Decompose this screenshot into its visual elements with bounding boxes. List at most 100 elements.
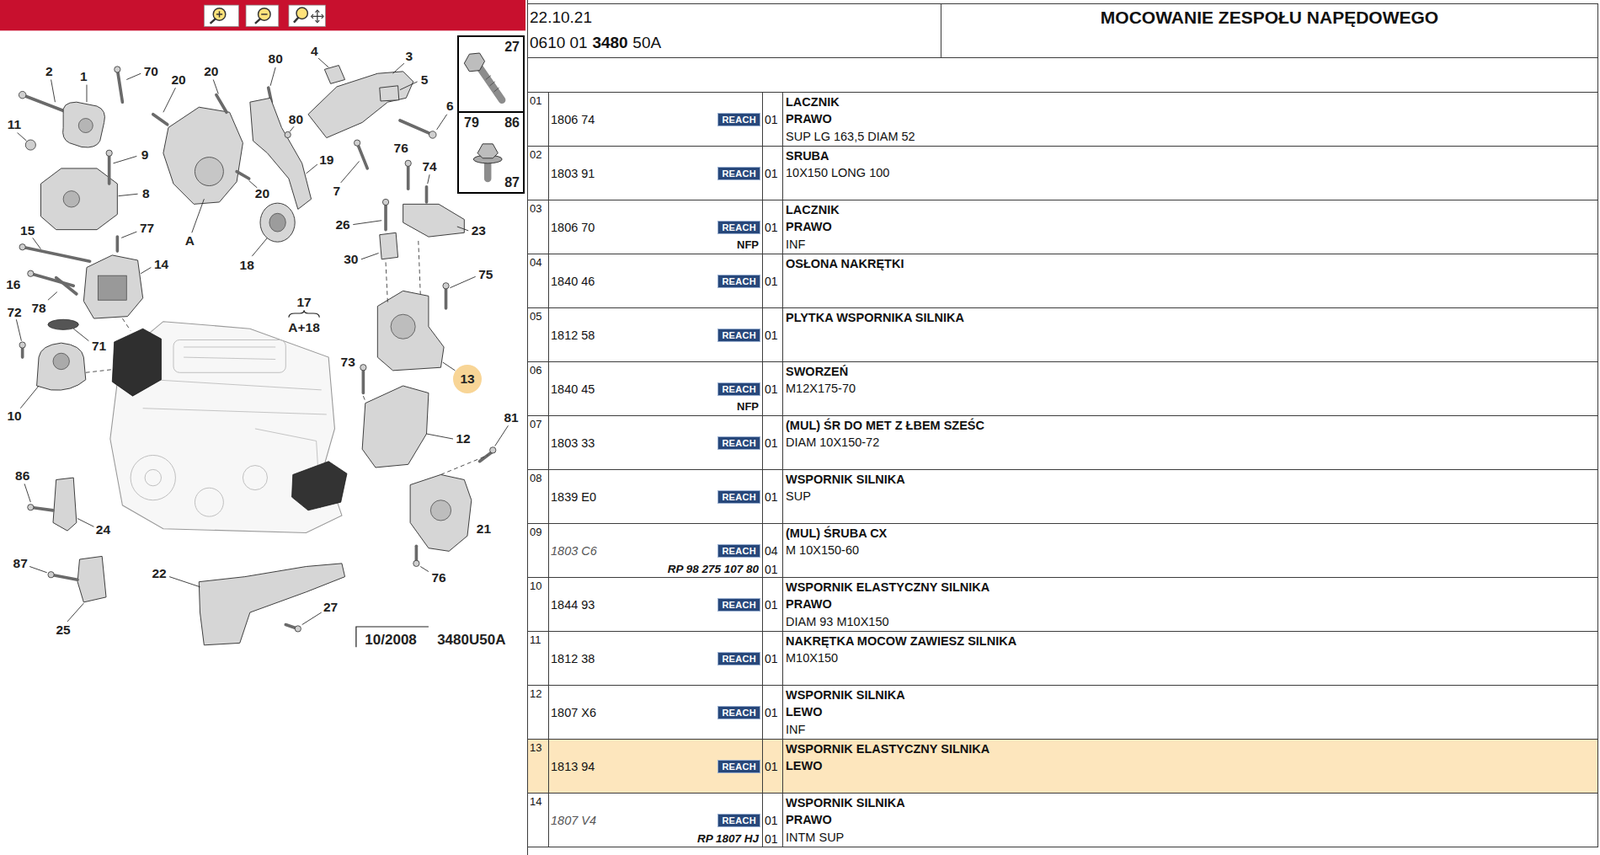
- part-drawing: [114, 66, 121, 73]
- callout-number: 3: [405, 48, 414, 64]
- dashed-guide: [418, 240, 421, 294]
- callout-number: 74: [421, 159, 437, 175]
- brace: [288, 309, 320, 317]
- callout-number: 23: [471, 223, 486, 239]
- description-line: INTM SUP: [785, 829, 844, 846]
- leader-line: [17, 133, 27, 142]
- description-line: INF: [785, 721, 806, 738]
- description-line: PRAWO: [785, 596, 832, 613]
- page-title: MOCOWANIE ZESPOŁU NAPĘDOWEGO: [940, 6, 1599, 29]
- description-line: INF: [785, 236, 806, 253]
- reach-badge: REACH: [717, 813, 761, 827]
- leader-line: [169, 576, 200, 587]
- description-line: SUP: [785, 488, 811, 505]
- part-drawing: [425, 186, 429, 203]
- leader-line: [126, 73, 141, 80]
- leader-line: [302, 612, 322, 625]
- reach-badge: REACH: [717, 544, 761, 558]
- leader-line: [20, 385, 39, 409]
- table-grid: [527, 0, 528, 855]
- leader-line: [29, 566, 48, 573]
- callout-number: 30: [343, 251, 358, 267]
- table-grid: [527, 738, 1599, 740]
- callout-number: 71: [91, 338, 107, 354]
- description-line: LACZNIK: [785, 94, 840, 111]
- callout-number: 17: [296, 294, 311, 310]
- leader-line: [341, 160, 360, 182]
- quantity: 04: [764, 543, 779, 559]
- callout-number: 80: [288, 112, 304, 128]
- part-drawing: [48, 571, 54, 578]
- part-number: 1839 E0: [550, 489, 597, 505]
- part-drawing: [430, 500, 451, 521]
- description-line: SRUBA: [785, 148, 830, 165]
- part-drawing: [22, 95, 68, 113]
- leader-line: [16, 319, 22, 341]
- leader-line: [213, 80, 219, 95]
- description-line: PRAWO: [785, 811, 832, 828]
- callout-number: 7: [333, 183, 342, 199]
- part-drawing: [22, 246, 91, 262]
- callout-number: 25: [55, 622, 70, 638]
- row-number: 14: [529, 794, 542, 808]
- inset-panel: 27: [457, 35, 525, 113]
- leader-line: [163, 87, 176, 112]
- part-drawing: [390, 314, 416, 339]
- inset-bolt: [477, 144, 498, 159]
- callout-number: 19: [319, 152, 334, 168]
- part-drawing: [379, 232, 399, 260]
- leader-line: [192, 198, 205, 233]
- zoom-icon: [261, 13, 267, 15]
- callout-number: 16: [5, 277, 21, 293]
- zoom-icon: [203, 5, 239, 27]
- part-drawing: [405, 160, 411, 166]
- part-drawing: [198, 563, 345, 646]
- row-number: 02: [529, 148, 542, 161]
- zoom-icon: [203, 5, 326, 27]
- catalog-code-part: 0610 01: [529, 32, 588, 54]
- inset-bolt: [464, 53, 485, 72]
- leader-line: [48, 292, 58, 301]
- part-number: 1840 46: [550, 273, 595, 289]
- table-grid: [527, 576, 1599, 578]
- part-drawing: [308, 71, 414, 139]
- replacement-ref: RP 98 275 107 80: [667, 561, 759, 576]
- part-drawing: [362, 385, 429, 468]
- part-drawing: [53, 352, 70, 369]
- zoom-icon: [210, 18, 217, 24]
- part-drawing: [269, 213, 286, 232]
- reach-badge: REACH: [717, 220, 761, 235]
- callout-number: 18: [240, 257, 255, 273]
- part-drawing: [442, 282, 449, 289]
- leader-line: [32, 237, 42, 249]
- leader-line: [16, 58, 508, 625]
- part-drawing: [19, 244, 26, 251]
- dashed-guide: [85, 369, 113, 374]
- quantity: 01: [764, 435, 779, 451]
- zoom-icon: [316, 10, 318, 22]
- row-number: 09: [529, 525, 542, 539]
- callout-number: 15: [20, 223, 35, 239]
- part-drawing: [83, 255, 143, 319]
- part-drawing: [403, 203, 465, 237]
- callout-highlight: 13: [453, 364, 482, 394]
- part-drawing: [106, 149, 112, 156]
- part-drawing: [48, 319, 79, 330]
- callout-number: 24: [96, 522, 111, 538]
- reach-badge: REACH: [717, 382, 761, 396]
- callout-number: 11: [7, 117, 22, 133]
- leader-line: [306, 164, 318, 174]
- part-drawing: [107, 153, 112, 184]
- table-grid: [548, 91, 550, 847]
- row-number: 01: [529, 94, 542, 107]
- leader-line: [67, 602, 84, 622]
- part-drawing: [429, 131, 437, 139]
- quantity: 01: [764, 812, 779, 828]
- quantity: 01: [764, 597, 779, 613]
- callout-number: 87: [504, 174, 520, 191]
- dashed-guide: [440, 454, 488, 475]
- part-drawing: [216, 95, 227, 113]
- description-line: WSPORNIK ELASTYCZNY SILNIKA: [785, 741, 990, 758]
- leader-line: [449, 276, 475, 288]
- callout-number: 75: [478, 266, 493, 283]
